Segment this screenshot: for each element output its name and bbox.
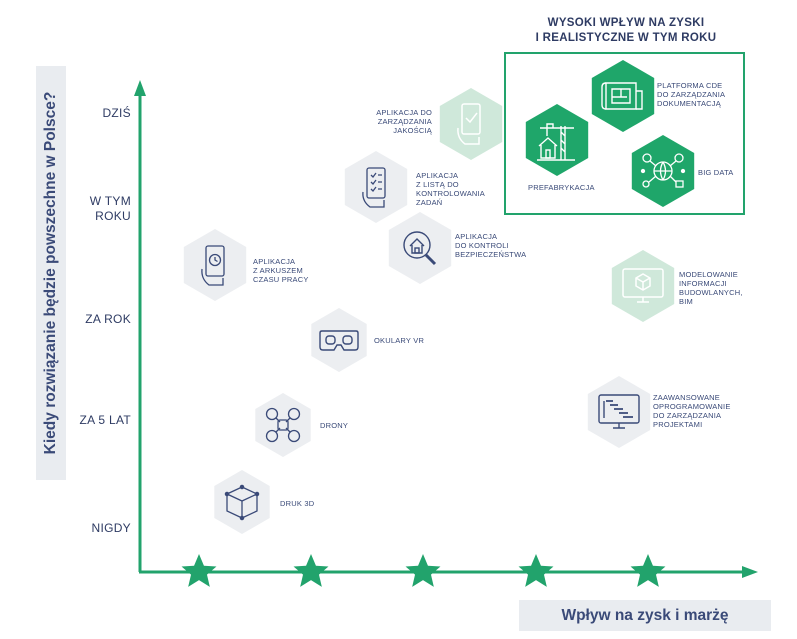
label-big-data: BIG DATA xyxy=(698,168,734,177)
vr-goggles-icon xyxy=(319,330,359,351)
y-tick-za-5-lat: ZA 5 LAT xyxy=(79,413,131,427)
label-jakosc: APLIKACJA DO ZARZĄDZANIA JAKOŚCIĄ xyxy=(376,108,432,135)
hexagon-oprogramowanie xyxy=(587,376,651,448)
highlight-box xyxy=(504,52,745,215)
blueprint-icon xyxy=(601,82,643,110)
label-lista-zadan: APLIKACJA Z LISTĄ DO KONTROLOWANIA ZADAŃ xyxy=(416,171,485,207)
network-globe-icon xyxy=(640,153,686,188)
x-axis-star-icon xyxy=(630,553,666,587)
hexagon-cde xyxy=(591,60,655,132)
x-axis-star-icon xyxy=(405,553,441,587)
x-axis xyxy=(139,566,758,578)
cube-icon xyxy=(224,484,260,521)
label-kontrola-bezp: APLIKACJA DO KONTROLI BEZPIECZEŃSTWA xyxy=(455,232,527,259)
label-druk-3d: DRUK 3D xyxy=(280,499,315,508)
y-tick-nigdy: NIGDY xyxy=(91,521,131,535)
y-tick-za-rok: ZA ROK xyxy=(85,312,131,326)
house-magnifier-icon xyxy=(403,231,437,266)
hexagon-drony xyxy=(255,393,311,457)
label-prefabrykacja: PREFABRYKACJA xyxy=(528,183,595,192)
label-okulary-vr: OKULARY VR xyxy=(374,336,425,345)
monitor-cube-icon xyxy=(622,268,664,303)
label-arkusz-czasu: APLIKACJA Z ARKUSZEM CZASU PRACY xyxy=(253,257,309,284)
label-cde: PLATFORMA CDE DO ZARZĄDZANIA DOKUMENTACJ… xyxy=(657,81,726,108)
y-tick-dzis: DZIŚ xyxy=(102,106,131,120)
hexagon-layer xyxy=(183,60,695,534)
y-axis xyxy=(134,80,146,572)
drone-icon xyxy=(265,407,301,443)
highlight-title-line1: WYSOKI WPŁYW NA ZYSKI xyxy=(547,17,705,29)
hexagon-kontrola-bezp xyxy=(388,212,452,284)
x-axis-arrow-icon xyxy=(742,566,758,578)
crane-house-icon xyxy=(537,123,575,161)
highlight-title-line2: I REALISTYCZNE W TYM ROKU xyxy=(535,32,717,44)
y-axis-title-box xyxy=(36,66,66,480)
x-axis-title-box: Wpływ na zysk i marżę xyxy=(519,600,771,631)
label-oprogramowanie: ZAAWANSOWANE OPROGRAMOWANIE DO ZARZĄDZAN… xyxy=(653,393,731,429)
x-axis-star-icon xyxy=(518,553,554,587)
label-bim: MODELOWANIE INFORMACJI BUDOWLANYCH, BIM xyxy=(679,270,743,306)
highlight-title: WYSOKI WPŁYW NA ZYSKI I REALISTYCZNE W T… xyxy=(506,16,746,46)
x-axis-title: Wpływ na zysk i marżę xyxy=(561,606,729,624)
hexagon-jakosc xyxy=(439,88,503,160)
y-tick-w-tym-roku: W TYM ROKU xyxy=(89,194,131,223)
phone-checklist-icon xyxy=(362,167,386,208)
hexagon-okulary-vr xyxy=(311,308,367,372)
x-axis-star-icon xyxy=(293,553,329,587)
x-axis-stars xyxy=(181,553,666,587)
label-drony: DRONY xyxy=(320,421,349,430)
hexagon-prefabrykacja xyxy=(525,104,589,176)
monitor-gantt-icon xyxy=(598,394,640,429)
phone-clock-icon xyxy=(201,245,225,286)
y-axis-arrow-icon xyxy=(134,80,146,96)
phone-check-icon xyxy=(457,103,481,145)
x-axis-star-icon xyxy=(181,553,217,587)
